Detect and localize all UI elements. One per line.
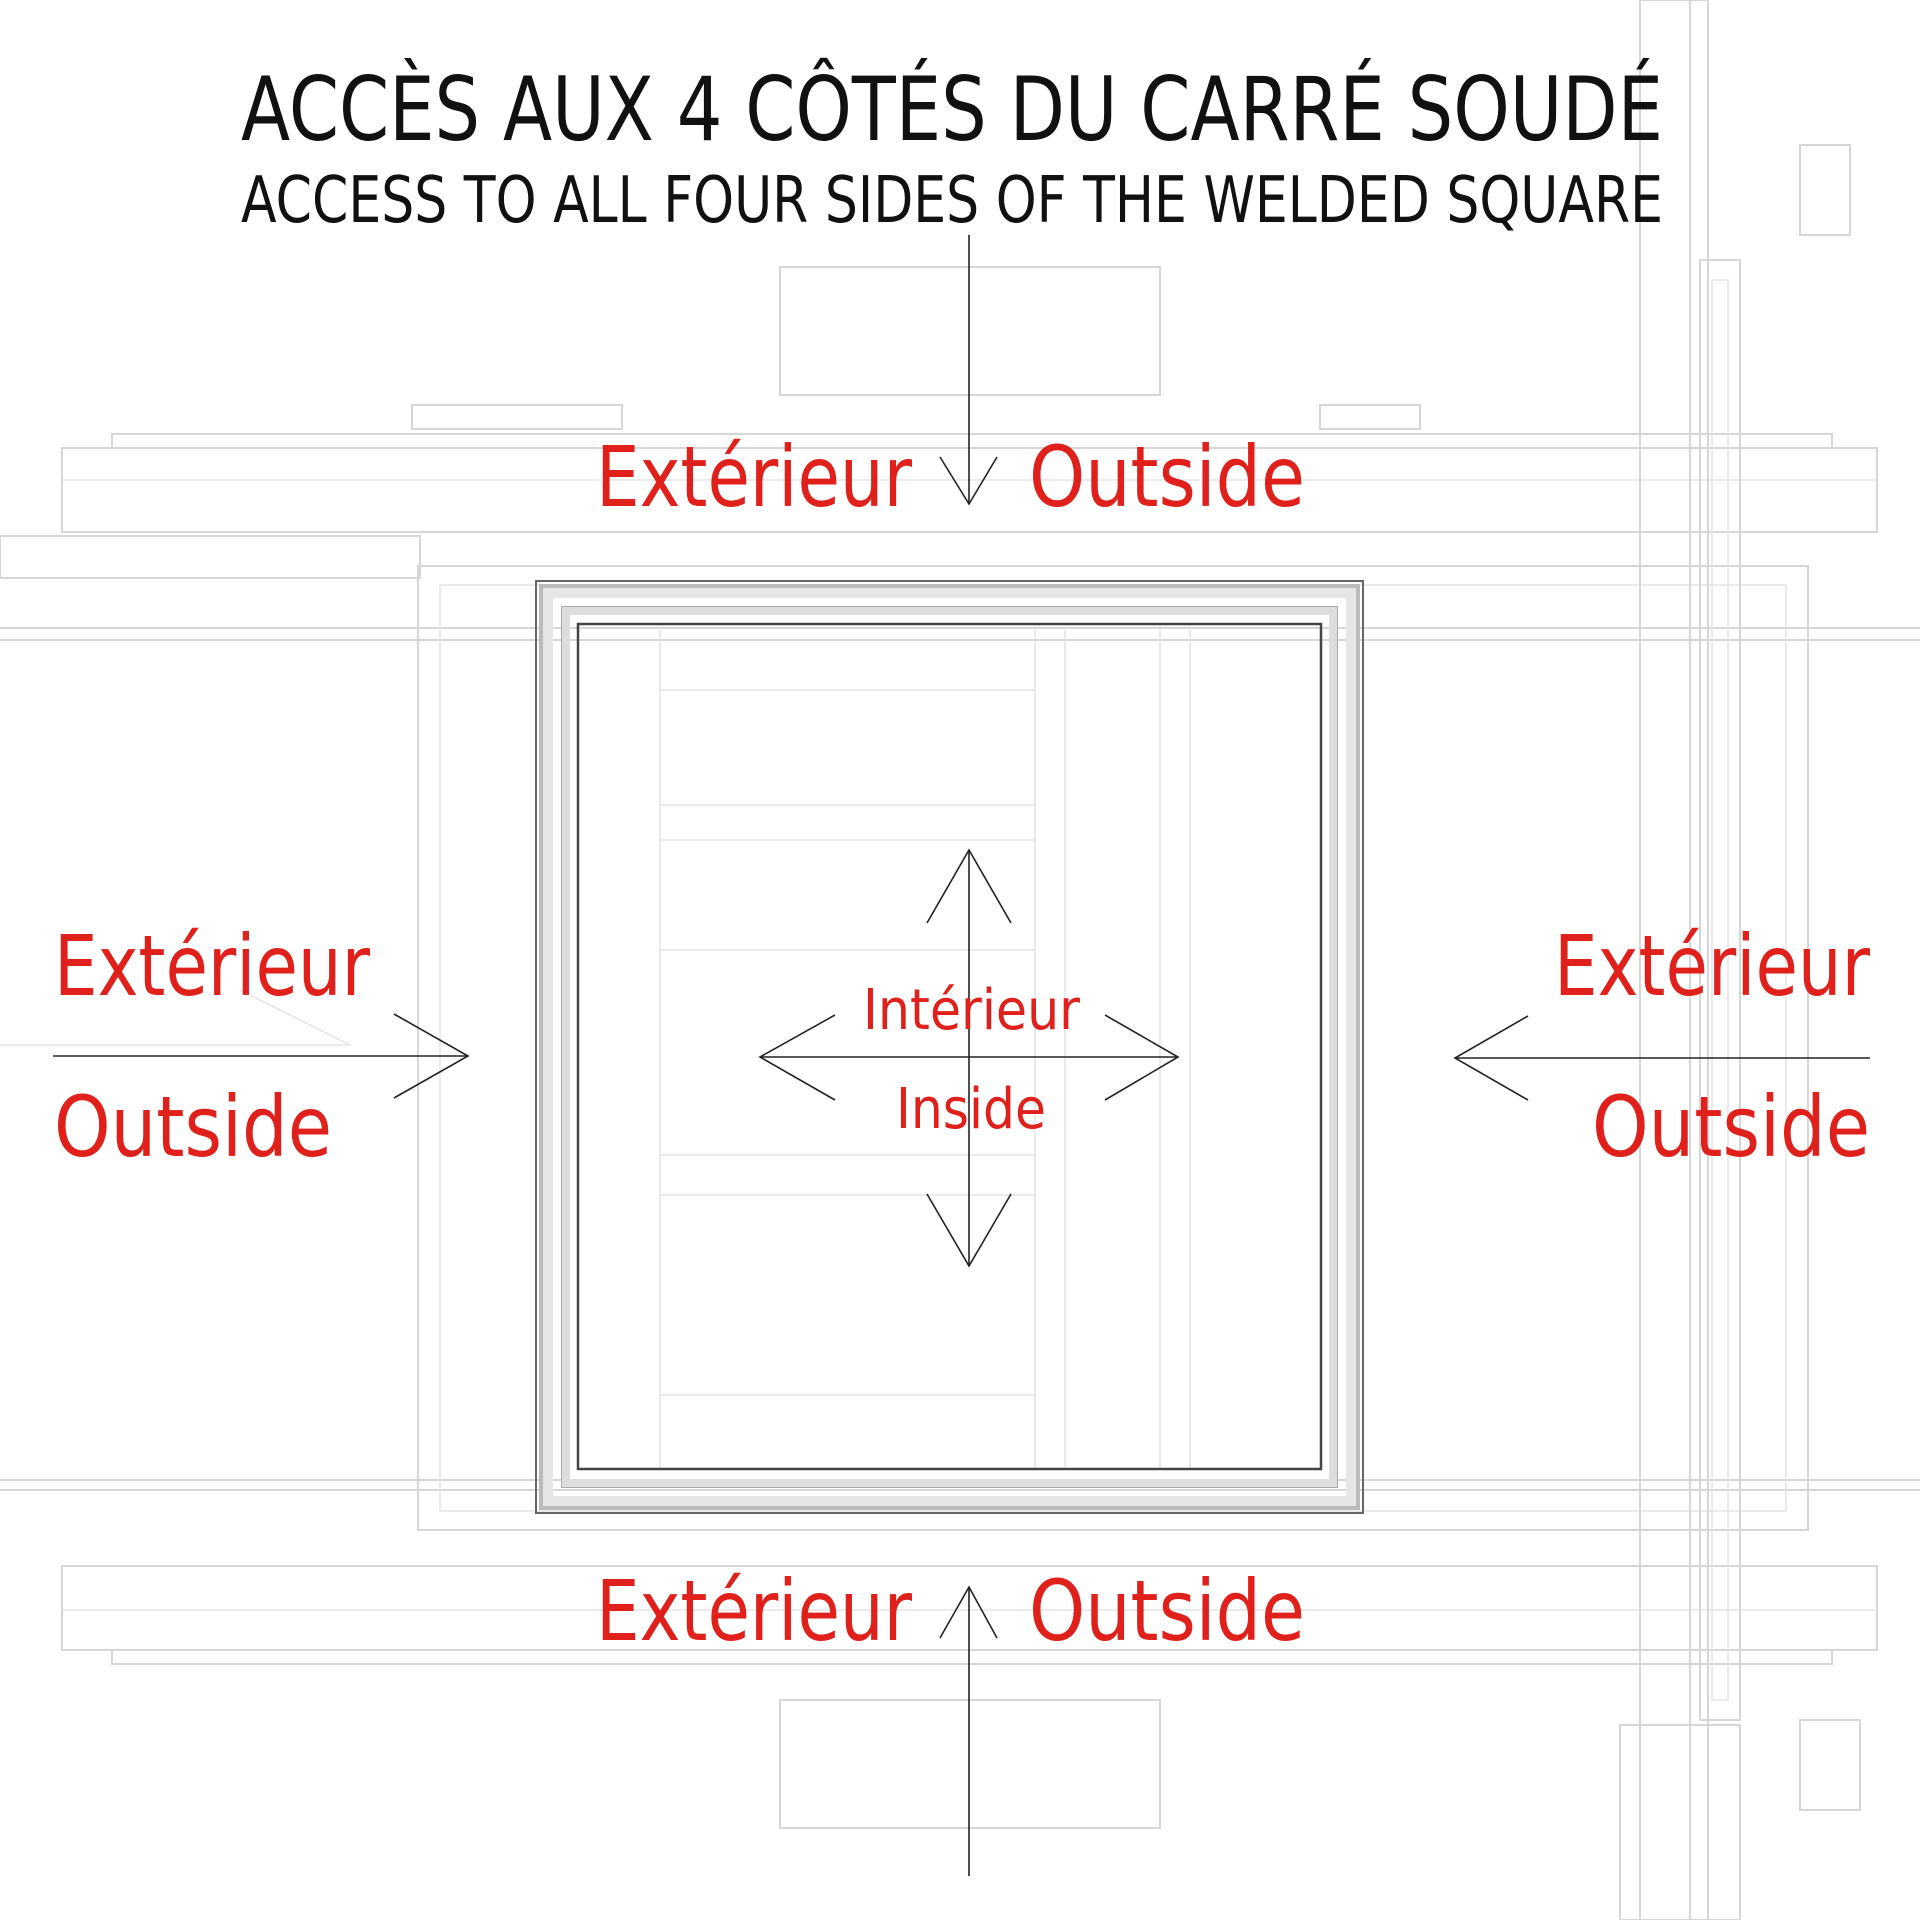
arrow-bottom-up: [939, 1585, 998, 1876]
arrow-center-cross: [758, 848, 1180, 1268]
label-center-fr: Intérieur: [863, 978, 1081, 1043]
arrow-right-left: [1453, 1015, 1870, 1101]
title-english: ACCESS TO ALL FOUR SIDES OF THE WELDED S…: [241, 164, 1663, 238]
label-left-fr: Extérieur: [54, 917, 370, 1015]
title-french: ACCÈS AUX 4 CÔTÉS DU CARRÉ SOUDÉ: [241, 58, 1663, 161]
arrow-left-right: [53, 1013, 470, 1099]
arrow-top-down: [939, 235, 998, 506]
label-right-fr: Extérieur: [1554, 917, 1870, 1015]
label-bottom-fr: Extérieur: [596, 1562, 912, 1660]
label-bottom-en: Outside: [1029, 1562, 1305, 1660]
label-right-en: Outside: [1592, 1078, 1870, 1176]
label-top-en: Outside: [1029, 428, 1305, 526]
label-left-en: Outside: [54, 1078, 332, 1176]
welded-square-frame: [535, 580, 1364, 1514]
label-top-fr: Extérieur: [596, 428, 912, 526]
label-center-en: Inside: [896, 1077, 1046, 1142]
